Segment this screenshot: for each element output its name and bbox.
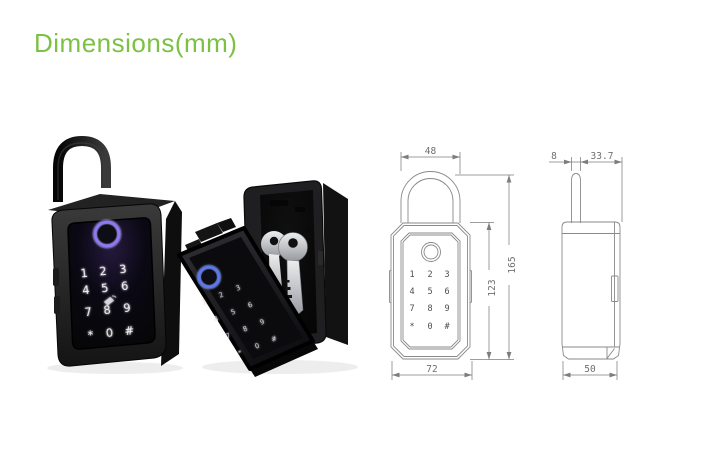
keypad: 1 2 3 4 5 6 7 8 9 * 0 #	[80, 262, 135, 343]
shackle-highlight	[57, 142, 105, 200]
keypad-key: 7	[84, 305, 93, 320]
drawing-fingerprint-circle-inner	[423, 244, 439, 260]
page-title: Dimensions(mm)	[34, 28, 238, 58]
dim-body-width: 72	[426, 364, 437, 375]
dim-top-depth: 33.7	[591, 151, 614, 162]
keypad-key: 9	[123, 301, 132, 316]
drawing-keypad-digit: 0	[427, 322, 432, 332]
drawing-keypad-digit: 2	[427, 270, 432, 280]
keypad-key: 4	[81, 283, 90, 298]
drawing-panel-outline	[400, 232, 461, 350]
drawing-keypad-digit: 9	[444, 304, 449, 314]
dimension-drawings: 1 2 3 4 5 6 7 8 9 * 0 # 48 123 165 72	[389, 146, 623, 380]
front-view-drawing	[389, 171, 472, 360]
side-view-dimensions	[549, 157, 623, 380]
drawing-left-notch	[389, 269, 392, 304]
drawing-keypad-digit: 1	[409, 270, 414, 280]
keypad-key: *	[87, 328, 94, 343]
photo-open-lockbox: 1 2 3 4 5 6 7 8 9 * 0 #	[177, 180, 358, 377]
drawing-shackle-inner	[407, 178, 454, 223]
drawing-front-keypad: 1 2 3 4 5 6 7 8 9 * 0 #	[409, 270, 450, 332]
door-fingerprint-ring-icon	[196, 264, 222, 290]
door-keypad: 1 2 3 4 5 6 7 8 9 * 0 #	[201, 284, 279, 358]
touch-screen	[67, 217, 156, 350]
keypad-key: 6	[120, 279, 129, 294]
dim-shackle-thickness: 8	[551, 151, 557, 162]
keypad-key: *	[237, 349, 244, 358]
interior-vent	[270, 200, 288, 206]
drawing-keypad-digit: 5	[427, 287, 432, 297]
keypad-key: 2	[218, 291, 225, 300]
drawing-body-inner-outline	[393, 225, 468, 357]
case-latch	[318, 251, 323, 265]
lockbox-side-face	[161, 201, 182, 366]
interior-knob	[305, 227, 311, 233]
drawing-shackle-outer	[400, 171, 461, 223]
door-hinge-part	[195, 223, 223, 242]
drawing-keypad-digit: 8	[427, 304, 432, 314]
drawing-side-shackle-rod	[571, 173, 581, 223]
key-icon	[278, 232, 308, 318]
fingerprint-ring-icon	[92, 219, 122, 249]
side-view-drawing	[561, 173, 621, 360]
keypad-key: 3	[235, 284, 242, 293]
keypad-key: 9	[259, 318, 266, 327]
keypad-key: 6	[247, 300, 255, 309]
dim-total-height: 165	[507, 256, 518, 273]
hinge-bump	[53, 268, 59, 286]
dim-shackle-width: 48	[425, 146, 437, 157]
hinge-bump	[54, 296, 60, 314]
drawing-body-outline	[390, 222, 471, 360]
keypad-key: 0	[105, 325, 114, 340]
drawing-keypad-digit: *	[409, 322, 414, 332]
keypad-key: 8	[242, 325, 249, 334]
drawing-keypad-digit: #	[444, 322, 450, 332]
door-screen	[189, 237, 303, 359]
drawing-panel-inner-outline	[402, 234, 459, 348]
front-view-dimensions	[391, 152, 514, 380]
dim-body-height: 123	[487, 279, 498, 296]
keypad-key: 3	[118, 262, 127, 277]
drawing-keypad-digit: 4	[409, 287, 414, 297]
keypad-key: 5	[230, 308, 237, 317]
drawing-side-body	[561, 221, 621, 360]
drawing-keypad-digit: 6	[444, 287, 449, 297]
door-hinge-part	[217, 218, 236, 232]
keypad-key: 7	[225, 332, 232, 341]
keypad-key: 8	[103, 303, 112, 318]
drawing-keypad-digit: 3	[444, 270, 449, 280]
case-side-face	[323, 183, 348, 345]
keypad-key: #	[124, 323, 135, 338]
rfid-card-icon	[103, 295, 117, 306]
drawing-side-corner-chamfer	[606, 348, 615, 359]
door: 1 2 3 4 5 6 7 8 9 * 0 #	[177, 218, 318, 377]
drawing-right-notch	[469, 269, 472, 304]
keypad-key: 0	[254, 342, 261, 351]
keypad-key: 2	[99, 264, 108, 279]
drawing-keypad-digit: 7	[409, 304, 414, 314]
keypad-key: 1	[201, 298, 208, 307]
keypad-key: 4	[213, 314, 221, 323]
drawing-fingerprint-circle	[421, 242, 441, 262]
photo-closed-lockbox: 1 2 3 4 5 6 7 8 9 * 0 #	[47, 135, 183, 374]
keypad-key: #	[270, 334, 279, 344]
interior-vent	[295, 207, 305, 212]
keypad-key: 1	[80, 266, 89, 281]
dim-body-depth: 50	[584, 364, 596, 375]
drawing-side-latch	[611, 275, 619, 302]
keypad-key: 5	[100, 281, 109, 296]
photo-shadow	[202, 360, 358, 374]
